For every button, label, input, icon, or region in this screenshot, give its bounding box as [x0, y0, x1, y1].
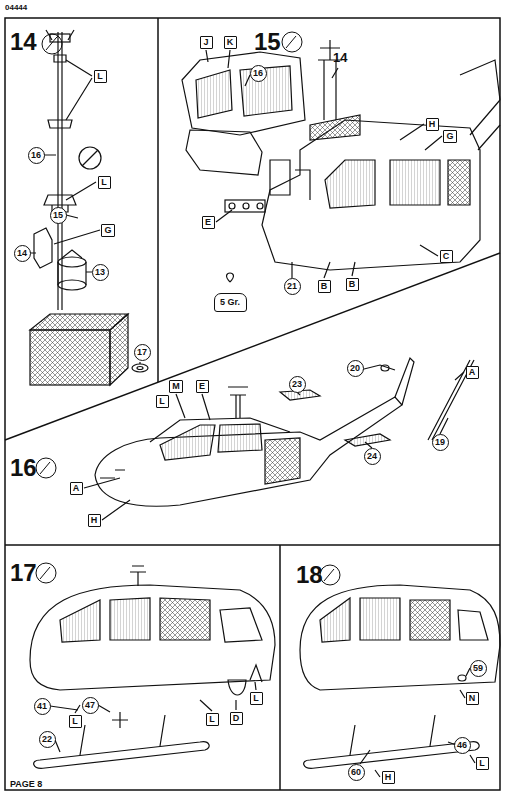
part-letter: A — [466, 366, 479, 379]
callout-text: 13 — [95, 268, 105, 277]
callout-number: 17 — [134, 344, 151, 361]
weight-label: 5 Gr. — [214, 293, 247, 312]
part-letter: H — [382, 771, 395, 784]
part-letter: G — [101, 224, 115, 237]
callout-number: 22 — [39, 731, 56, 748]
callout-text: A — [73, 484, 80, 493]
callout-text: G — [104, 226, 111, 235]
callout-text: M — [172, 382, 180, 391]
subassembly-ref: 14 — [333, 51, 347, 64]
part-letter: L — [69, 715, 82, 728]
callout-text: E — [205, 218, 211, 227]
part-letter: N — [466, 692, 479, 705]
callout-text: L — [253, 694, 259, 703]
part-letter: L — [98, 176, 111, 189]
callout-number: 20 — [347, 360, 364, 377]
callout-text: N — [469, 694, 476, 703]
part-letter: E — [196, 380, 209, 393]
callout-text: 15 — [53, 211, 63, 220]
callout-text: A — [469, 368, 476, 377]
callout-text: 17 — [137, 348, 147, 357]
callout-text: 20 — [350, 364, 360, 373]
callout-text: 22 — [42, 735, 52, 744]
part-letter: H — [88, 514, 101, 527]
part-letter: A — [70, 482, 83, 495]
part-letter: K — [224, 36, 237, 49]
callout-text: 23 — [292, 380, 302, 389]
callout-text: 46 — [457, 741, 467, 750]
part-letter: L — [94, 70, 107, 83]
callout-text: L — [97, 72, 103, 81]
callout-text: 14 — [17, 249, 27, 258]
part-letter: L — [156, 395, 169, 408]
part-letter: D — [230, 712, 243, 725]
callout-text: D — [233, 714, 240, 723]
callout-number: 15 — [50, 207, 67, 224]
part-letter: E — [202, 216, 215, 229]
part-letter: M — [169, 380, 183, 393]
callout-number: 13 — [92, 264, 109, 281]
callout-text: 16 — [31, 151, 41, 160]
step-number: 15 — [254, 30, 281, 54]
step-number: 16 — [10, 456, 37, 480]
callout-number: 59 — [470, 660, 487, 677]
part-letter: J — [200, 36, 213, 49]
callout-text: G — [446, 132, 453, 141]
part-letter: C — [440, 250, 453, 263]
callout-text: 24 — [367, 452, 377, 461]
part-letter: B — [346, 278, 359, 291]
callout-number: 19 — [432, 434, 449, 451]
callout-text: L — [209, 715, 215, 724]
callout-text: J — [203, 38, 208, 47]
callout-number: 16 — [28, 147, 45, 164]
callout-text: K — [227, 38, 234, 47]
callout-text: 47 — [85, 701, 95, 710]
callout-text: 41 — [37, 702, 47, 711]
callout-number: 21 — [284, 278, 301, 295]
callout-text: 5 Gr. — [220, 298, 240, 307]
callout-text: E — [199, 382, 205, 391]
callout-number: 60 — [348, 764, 365, 781]
part-letter: B — [318, 280, 331, 293]
callout-number: 16 — [250, 65, 267, 82]
step-number: 14 — [10, 30, 37, 54]
part-letter: G — [443, 130, 457, 143]
callout-text: B — [349, 280, 356, 289]
callout-text: H — [385, 773, 392, 782]
callout-number: 23 — [289, 376, 306, 393]
callout-text: L — [159, 397, 165, 406]
callout-number: 24 — [364, 448, 381, 465]
part-letter: L — [250, 692, 263, 705]
callout-number: 46 — [454, 737, 471, 754]
callout-text: 59 — [473, 664, 483, 673]
callout-text: 60 — [351, 768, 361, 777]
callout-text: C — [443, 252, 450, 261]
part-letter: L — [206, 713, 219, 726]
page-number: PAGE 8 — [10, 780, 42, 789]
callout-text: L — [72, 717, 78, 726]
step-number: 17 — [10, 561, 37, 585]
callout-text: H — [91, 516, 98, 525]
callout-text: L — [101, 178, 107, 187]
callout-text: 16 — [253, 69, 263, 78]
callout-text: H — [429, 120, 436, 129]
catalog-number: 04444 — [5, 4, 27, 12]
callout-text: L — [479, 759, 485, 768]
callout-text: 19 — [435, 438, 445, 447]
part-letter: L — [476, 757, 489, 770]
callout-text: B — [321, 282, 328, 291]
callout-number: 47 — [82, 697, 99, 714]
step-number: 18 — [296, 563, 323, 587]
part-letter: H — [426, 118, 439, 131]
callout-number: 41 — [34, 698, 51, 715]
callout-text: 21 — [287, 282, 297, 291]
callout-number: 14 — [14, 245, 31, 262]
